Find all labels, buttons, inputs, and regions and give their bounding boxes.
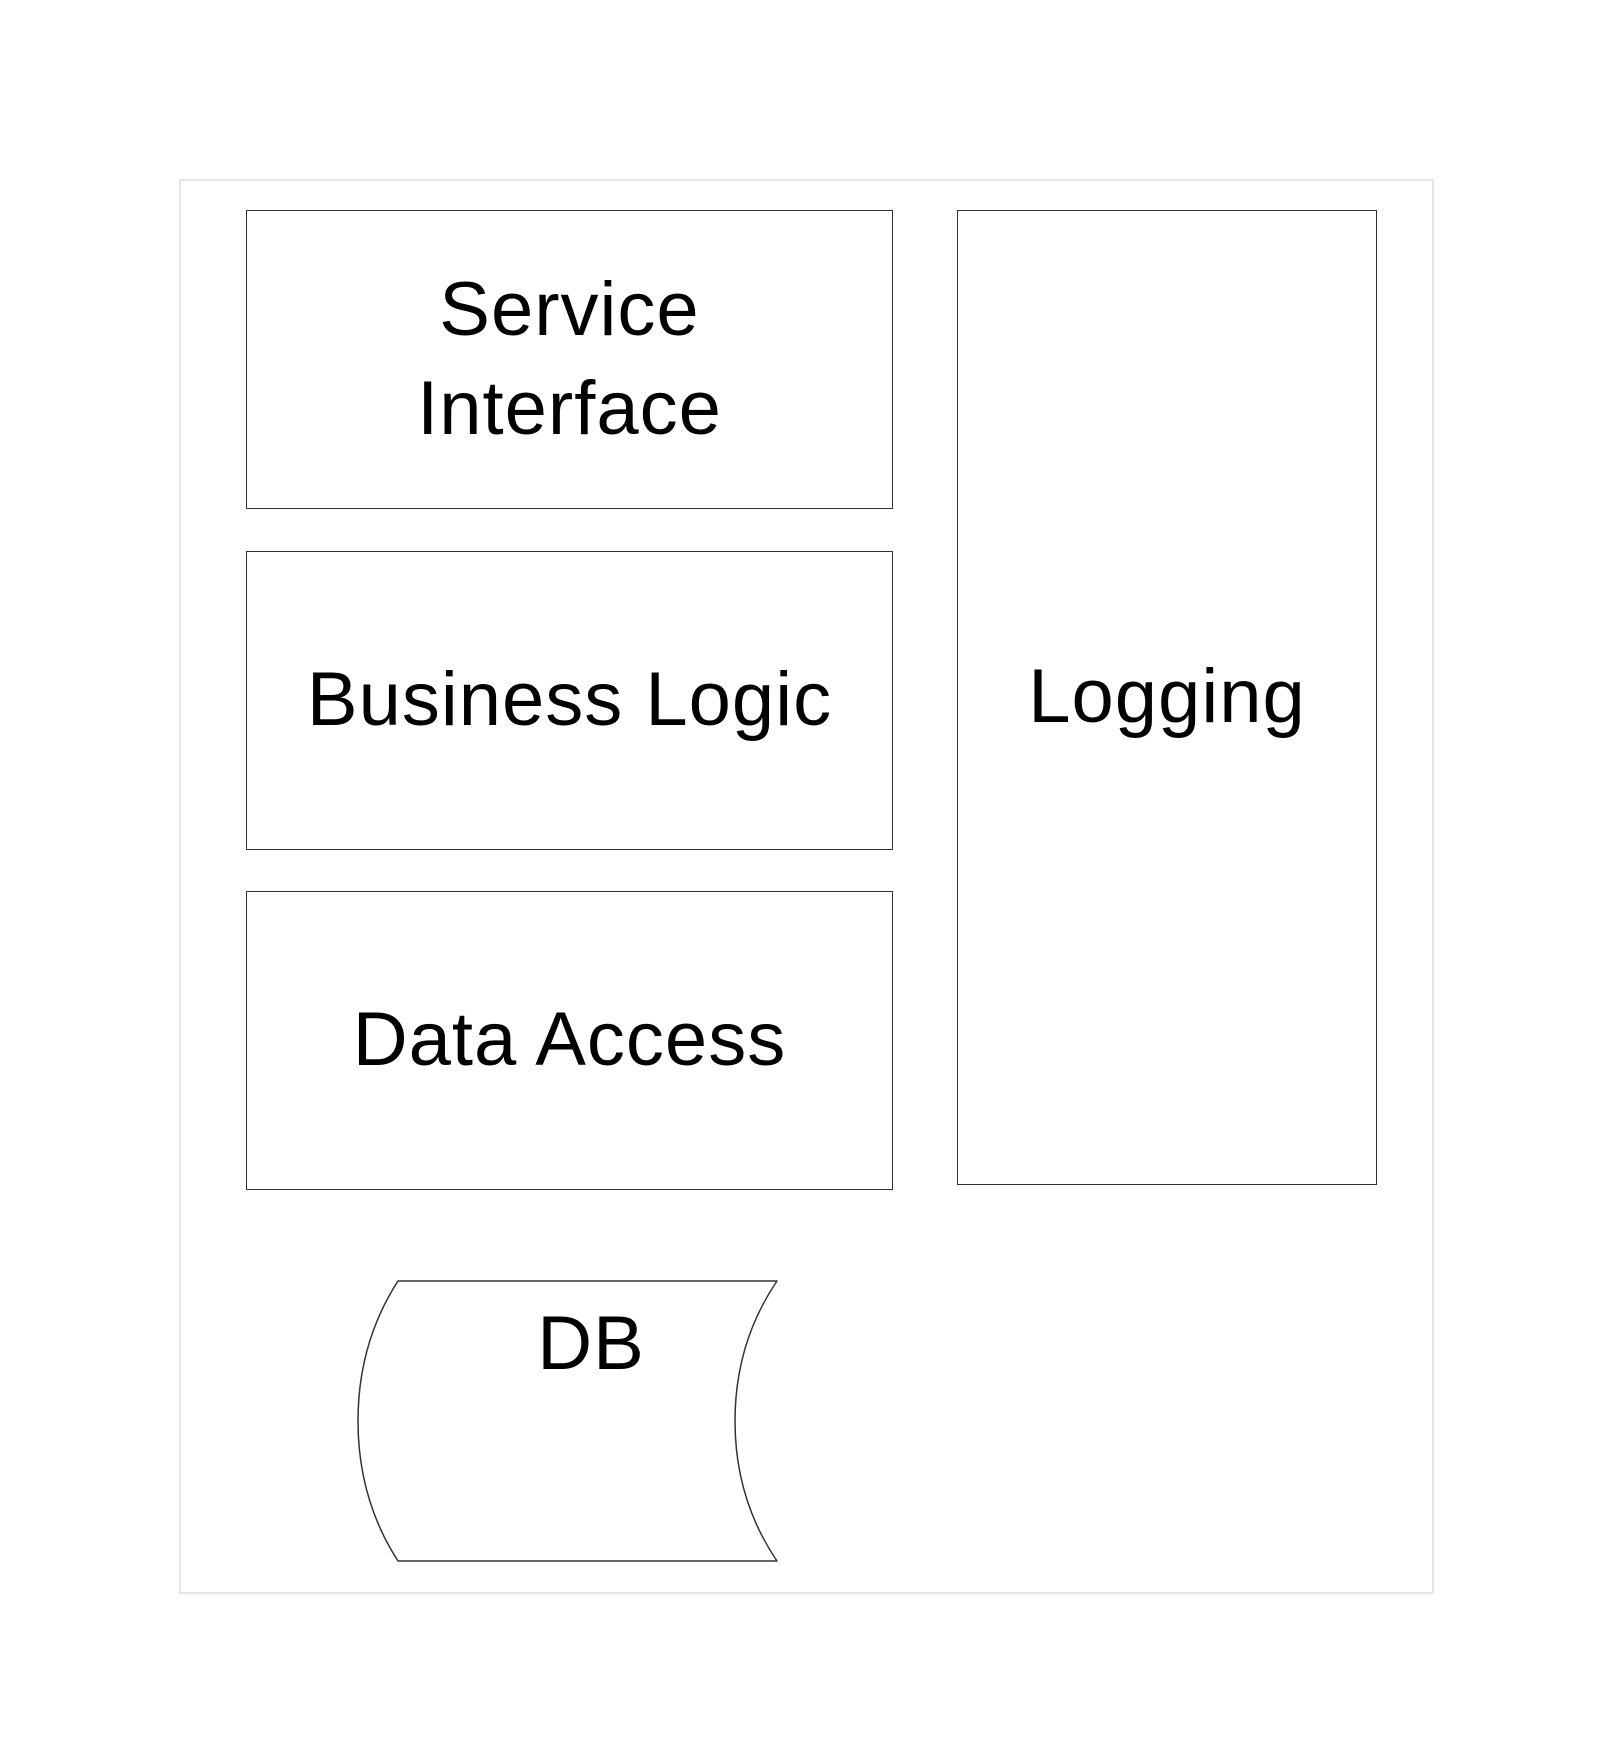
- data-access-label: Data Access: [352, 997, 787, 1083]
- business-logic-box: Business Logic: [246, 551, 893, 850]
- db-storage-shape: [357, 1280, 778, 1562]
- logging-box: Logging: [957, 210, 1377, 1185]
- logging-label: Logging: [1028, 654, 1306, 740]
- diagram-canvas: Service Interface Business Logic Data Ac…: [179, 179, 1434, 1594]
- db-label: DB: [537, 1300, 645, 1386]
- service-interface-box: Service Interface: [246, 210, 893, 509]
- service-interface-label: Service Interface: [417, 266, 722, 451]
- data-access-box: Data Access: [246, 891, 893, 1190]
- business-logic-label: Business Logic: [306, 657, 833, 743]
